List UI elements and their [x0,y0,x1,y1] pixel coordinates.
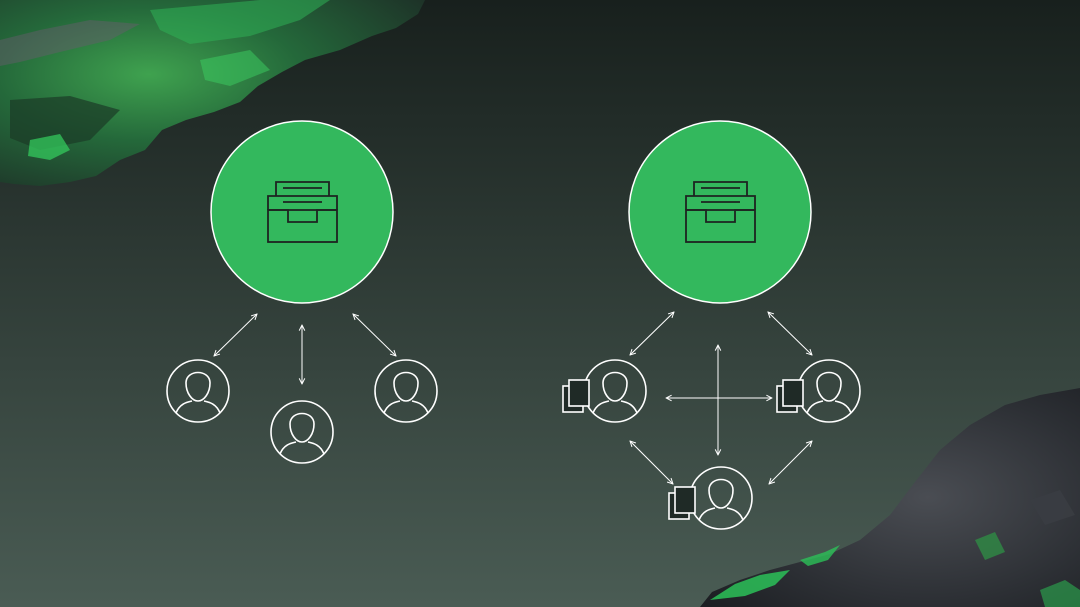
rock-top-left [0,0,425,186]
hub-right [628,120,812,304]
diagram-right [562,120,861,530]
rock-bottom-right [700,388,1080,607]
arrows-left [214,314,396,384]
hub-left [210,120,394,304]
inbox-tray-icon [685,181,756,243]
arrows-right [630,312,812,484]
inbox-tray-icon [267,181,338,243]
diagram-left [166,120,438,464]
